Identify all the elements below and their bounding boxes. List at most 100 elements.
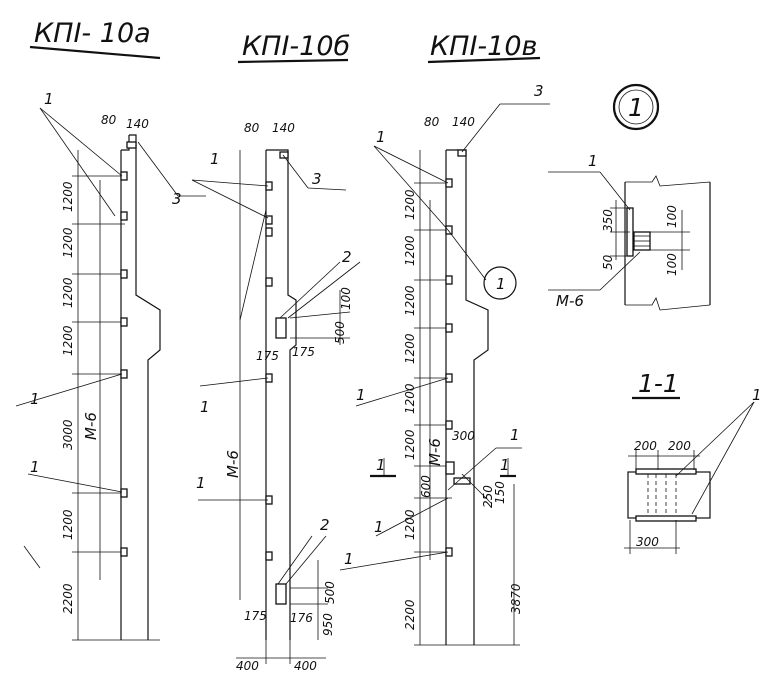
column-outline-a (120, 134, 161, 640)
mark-c-4: 1 (374, 518, 384, 536)
column-outline-c (445, 149, 489, 645)
section-1-1: 1-1 200 200 300 1 (624, 369, 762, 554)
mark-c-5: 1 (344, 550, 354, 568)
bottom-dim-b-176: 176 (290, 611, 313, 625)
detail-panel-edges (624, 182, 711, 305)
section-body (627, 471, 711, 519)
section-leader-b (691, 401, 755, 515)
dim-top-80-a: 80 (101, 113, 117, 127)
mark-b-1: 1 (210, 150, 220, 168)
dim-top-80-b: 80 (244, 121, 260, 135)
section-dim-200b: 200 (668, 439, 691, 453)
detail-bubble-outer (612, 83, 660, 131)
section-title: 1-1 (638, 369, 679, 398)
top-plate-a (126, 141, 137, 149)
dim-c-8: 1200 (403, 509, 417, 540)
section-dim-200a: 200 (634, 439, 657, 453)
leaders-b (191, 154, 361, 585)
mark-b-5: 2 (320, 516, 330, 534)
dim-c-7: 600 (419, 475, 433, 498)
callout-circle-c (483, 266, 517, 300)
dim-a-3: 1200 (61, 277, 75, 308)
dim-c-6: 1200 (403, 429, 417, 460)
title-underline-b (237, 58, 349, 64)
mark-a-1: 1 (44, 90, 54, 108)
detail-leader-1b (599, 171, 631, 211)
dim-top-140-b: 140 (272, 121, 295, 135)
joint-dim-b-100: 100 (339, 287, 353, 310)
title-kp1-10b: КПI-10б (237, 31, 350, 64)
embedded-plates-c (445, 178, 471, 557)
detail-rebar-label: М-6 (556, 292, 584, 310)
dim-c-3: 1200 (403, 285, 417, 316)
dim-a-2: 1200 (61, 227, 75, 258)
base-dim-b-2: 400 (294, 659, 317, 673)
dim-ticks-a (72, 175, 160, 641)
cut-dim-c-150: 150 (493, 481, 507, 504)
joint-dim-b-500: 500 (333, 321, 347, 344)
section-mark-c-right: 1 (500, 456, 510, 474)
detail-break-top (625, 175, 711, 187)
mark-c-3: 1 (510, 426, 520, 444)
mark-b-6: 3 (312, 170, 322, 188)
section-mark: 1 (752, 386, 762, 404)
detail-bubble-text: 1 (628, 93, 644, 122)
title-text-b: КПI-10б (242, 31, 350, 62)
rebar-label-c: М-6 (426, 438, 444, 466)
section-mark-c-left: 1 (376, 456, 386, 474)
title-text-a: КПI- 10а (34, 18, 151, 49)
detail-break-bottom (625, 297, 711, 311)
embedded-plates-a (120, 171, 128, 557)
title-underline-c (427, 56, 541, 64)
section-anchors (647, 474, 677, 516)
panel-b: 400 400 500 950 175 176 80 140 100 500 1… (191, 121, 361, 673)
panel-c: 1 1 1 3870 80 140 1200 1200 1200 1200 12… (339, 82, 550, 646)
title-kp1-10a: КПI- 10а (29, 18, 161, 60)
leader-b-diag (239, 209, 267, 321)
base-dim-b-1: 400 (236, 659, 259, 673)
bottom-dim-b-175: 175 (244, 609, 267, 623)
mark-b-4: 2 (342, 248, 352, 266)
embedded-plates-b (265, 181, 287, 605)
section-plate-bottom (635, 515, 697, 522)
dim-c-2: 1200 (403, 235, 417, 266)
rebar-label-a: М-6 (82, 412, 100, 440)
detail-dim-50: 50 (601, 254, 615, 270)
mark-c-2: 1 (356, 386, 366, 404)
section-leader-a (675, 401, 755, 477)
title-underline-a (29, 45, 161, 60)
mark-a-2: 1 (30, 390, 40, 408)
dim-a-5: 3000 (61, 419, 75, 450)
dim-top-140-c: 140 (452, 115, 475, 129)
mark-a-3: 1 (30, 458, 40, 476)
dim-a-4: 1200 (61, 325, 75, 356)
dim-a-7: 2200 (61, 583, 75, 614)
mark-b-2: 1 (200, 398, 210, 416)
mark-c-6: 3 (534, 82, 544, 100)
dim-c-5: 1200 (403, 383, 417, 414)
top-plate-b (279, 151, 289, 159)
mark-b-3: 1 (196, 474, 206, 492)
top-plate-c (457, 149, 467, 157)
stray-mark (23, 545, 41, 569)
leaders-a (15, 107, 206, 493)
dim-c-1: 1200 (403, 189, 417, 220)
detail-dim-100a: 100 (665, 205, 679, 228)
detail-mark-1: 1 (588, 152, 598, 170)
joint-dim-b-175a: 175 (256, 349, 279, 363)
dim-a-6: 1200 (61, 509, 75, 540)
callout-text-c: 1 (496, 275, 506, 293)
cut-dim-c-300: 300 (452, 429, 475, 443)
right-dim-c: 3870 (509, 583, 523, 614)
dim-c-4: 1200 (403, 333, 417, 364)
joint-dim-b-175b: 175 (292, 345, 315, 359)
detail-1: 1 350 50 100 100 1 М-6 (548, 83, 711, 311)
detail-leader-m6b (599, 251, 641, 291)
bottom-dim-b-950: 950 (321, 613, 335, 636)
dim-c-9: 2200 (403, 599, 417, 630)
panel-a: 80 140 1200 1200 1200 1200 3000 1200 220… (15, 90, 206, 641)
dim-top-140-a: 140 (126, 117, 149, 131)
section-plate-top (635, 468, 697, 475)
title-text-c: КПI-10в (430, 31, 537, 62)
